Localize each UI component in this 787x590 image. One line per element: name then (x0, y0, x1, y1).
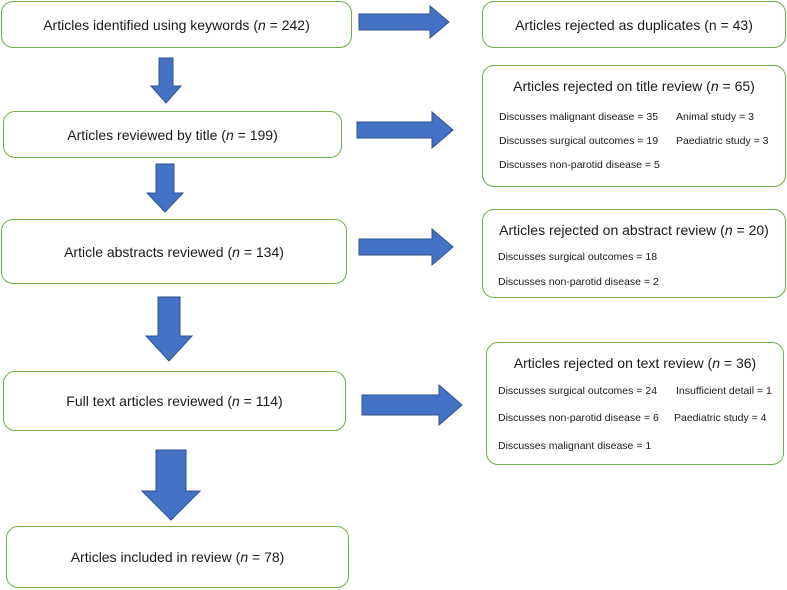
title-rejection-item: Animal study = 3 (676, 111, 754, 123)
title-rejection-item: Discusses malignant disease = 35 (499, 111, 659, 123)
text-rejection-heading: Articles rejected on text review (n = 36… (513, 355, 757, 371)
title-rejection-item: Discusses surgical outcomes = 19 (499, 135, 659, 147)
abstract-review-box: Article abstracts reviewed (n = 134) (1, 219, 347, 284)
included-label: Articles included in review (n = 78) (70, 549, 285, 565)
down-arrow-icon (145, 296, 193, 362)
abstract-rejection-item: Discusses non-parotid disease = 2 (498, 276, 659, 288)
title-rejection-box: Articles rejected on title review (n = 6… (482, 65, 786, 187)
right-arrow-icon (361, 384, 463, 426)
abstract-rejection-box: Articles rejected on abstract review (n … (482, 209, 786, 298)
text-rejection-item: Paediatric study = 4 (674, 412, 767, 424)
down-arrow-icon (150, 57, 182, 104)
included-box: Articles included in review (n = 78) (6, 526, 349, 588)
right-arrow-icon (358, 5, 450, 39)
title-rejection-heading: Articles rejected on title review (n = 6… (513, 78, 755, 94)
title-rejection-item: Paediatric study = 3 (676, 135, 769, 147)
right-arrow-icon (358, 228, 454, 266)
title-review-label: Articles reviewed by title (n = 199) (67, 126, 278, 143)
identified-box: Articles identified using keywords (n = … (1, 1, 352, 48)
down-arrow-icon (141, 449, 201, 521)
right-arrow-icon (356, 111, 454, 149)
text-rejection-item: Discusses non-parotid disease = 6 (498, 412, 659, 424)
title-rejection-item: Discusses non-parotid disease = 5 (499, 159, 660, 171)
duplicates-box: Articles rejected as duplicates (n = 43) (482, 1, 786, 48)
down-arrow-icon (146, 163, 184, 213)
abstract-rejection-item: Discusses surgical outcomes = 18 (498, 251, 658, 263)
text-rejection-item: Insufficient detail = 1 (676, 385, 772, 397)
abstract-review-label: Article abstracts reviewed (n = 134) (64, 243, 284, 260)
abstract-rejection-heading: Articles rejected on abstract review (n … (499, 222, 769, 238)
identified-label: Articles identified using keywords (n = … (43, 16, 310, 33)
title-review-box: Articles reviewed by title (n = 199) (3, 111, 342, 158)
text-rejection-box: Articles rejected on text review (n = 36… (486, 342, 784, 465)
full-text-label: Full text articles reviewed (n = 114) (66, 393, 283, 409)
text-rejection-item: Discusses surgical outcomes = 24 (498, 385, 658, 397)
duplicates-label: Articles rejected as duplicates (n = 43) (515, 16, 753, 33)
full-text-box: Full text articles reviewed (n = 114) (3, 371, 346, 431)
text-rejection-item: Discusses malignant disease = 1 (498, 440, 652, 452)
